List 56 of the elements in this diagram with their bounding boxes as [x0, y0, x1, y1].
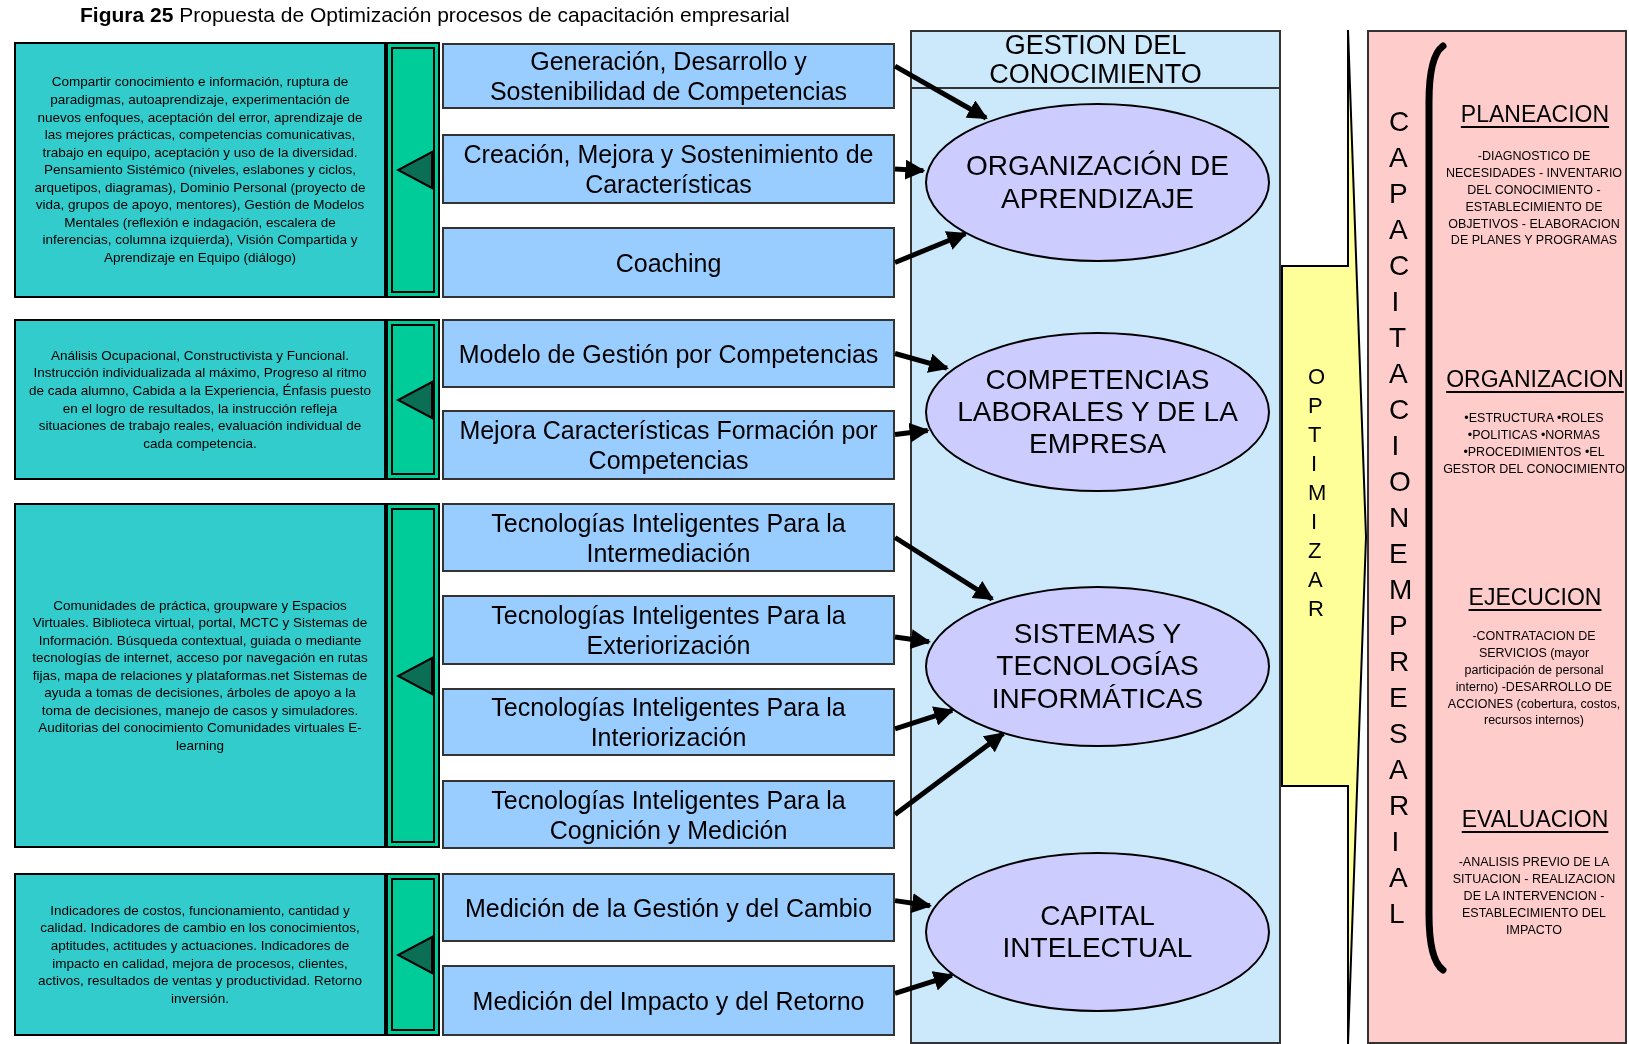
- process-label: Tecnologías Inteligentes Para la Intermediación: [490, 507, 847, 568]
- process-box: [442, 43, 895, 109]
- training-panel: [1367, 30, 1627, 1044]
- edge-label: OPTIMIZAR: [1306, 363, 1330, 623]
- section-items: -DIAGNOSTICO DE NECESIDADES - INVENTARIO DEL CONOCIMIENTO - ESTABLECIMIENTO DE OBJETIVOS - ELABORACION DE PLANES Y PROGRAMAS: [1444, 148, 1624, 250]
- arrow: [894, 231, 968, 265]
- process-label: Coaching: [615, 247, 722, 278]
- section-items: -CONTRATACION DE SERVICIOS (mayor participación de personal interno) -DESARROLLO DE ACCIONES (cobertura, costos, recursos internos): [1446, 628, 1622, 730]
- vertical-label: CAPACITACION EMPRESARIAL: [1388, 105, 1416, 931]
- concept-label: SISTEMAS Y TECNOLOGÍAS INFORMÁTICAS: [990, 618, 1205, 715]
- process-label: Tecnologías Inteligentes Para la Interiorización: [490, 692, 847, 752]
- process-label: Medición de la Gestión y del Cambio: [464, 892, 873, 923]
- description-text: Compartir conocimiento e información, ruptura de paradigmas, autoaprendizaje, experimentación de nuevos enfoques, aceptación del error, aprendizaje de las mejores prácticas, competencias comunicativas, trabajo en equipo, aceptación y uso de la diversidad. Pensamiento Sistémico (niveles, eslabones y ciclos, arquetipos, diagramas), Dominio Personal (proyecto de vida, grupos de apoyo, mentores), Gestión de Modelos Mentales (reflexión e indagación, escalera de inferencias, columna izquierda), Visión Compartida y Aprendizaje en Equipo (diálogo): [33, 73, 367, 267]
- section-heading: PLANEACION: [1459, 102, 1611, 128]
- arrow: [894, 706, 955, 732]
- section-heading: EJECUCION: [1467, 585, 1603, 611]
- process-box: [442, 780, 895, 849]
- section-heading: EVALUACION: [1460, 807, 1610, 833]
- process-label: Modelo de Gestión por Competencias: [458, 338, 879, 369]
- arrow: [894, 351, 949, 373]
- concept-label: ORGANIZACIÓN DE APRENDIZAJE: [965, 150, 1230, 215]
- process-label: Medición del Impacto y del Retorno: [472, 985, 865, 1016]
- process-label: Generación, Desarrollo y Sostenibilidad de Competencias: [488, 46, 849, 106]
- process-box: [442, 595, 895, 665]
- arrow: [894, 893, 932, 913]
- process-label: Tecnologías Inteligentes Para la Cognición y Medición: [490, 784, 847, 845]
- arrow: [894, 422, 930, 443]
- concept-label: CAPITAL INTELECTUAL: [1001, 899, 1194, 965]
- concept-label: COMPETENCIAS LABORALES Y DE LA EMPRESA: [956, 363, 1239, 461]
- arrow: [894, 159, 926, 180]
- arrow: [893, 535, 994, 602]
- arrow: [894, 971, 954, 996]
- process-label: Mejora Características Formación por Competencias: [458, 415, 879, 475]
- process-box: [442, 873, 895, 942]
- figure-title: Figura 25 Propuesta de Optimización procesos de capacitación empresarial: [80, 2, 790, 28]
- description-text: Indicadores de costos, funcionamiento, cantidad y calidad. Indicadores de cambio en los conocimientos, aptitudes, actitudes y actuaciones. Indicadores de impacto en calidad, mejora de procesos, clientes, activos, resultados de ventas y productividad. Retorno inversión.: [36, 901, 364, 1008]
- process-box: [442, 503, 895, 572]
- block-arrow: [1281, 29, 1367, 1044]
- process-box: [442, 688, 895, 756]
- process-label: Creación, Mejora y Sostenimiento de Características: [462, 139, 875, 199]
- panel-title: GESTION DEL CONOCIMIENTO: [988, 31, 1203, 88]
- process-box: [442, 410, 895, 480]
- section-items: -ANALISIS PREVIO DE LA SITUACION - REALIZACION DE LA INTERVENCION -ESTABLECIMIENTO DEL IMPACTO: [1451, 854, 1617, 939]
- knowledge-panel: [910, 30, 1281, 1044]
- description-text: Comunidades de práctica, groupware y Espacios Virtuales. Biblioteca virtual, portal, MCTC y Sistemas de Información. Búsqueda contextual, guiada o mediante tecnologías de internet, acceso por navegación en rutas fijas, mapa de relaciones y plataformas.net Sistemas de ayuda a tomas de decisiones, árboles de apoyo a la toma de decisiones, manejo de casos y simuladores. Auditorias del conocimiento Comunidades virtuales E-learning: [31, 596, 369, 755]
- process-box: [442, 319, 895, 388]
- section-items: •ESTRUCTURA •ROLES •POLITICAS •NORMAS •PROCEDIMIENTOS •EL GESTOR DEL CONOCIMIENTO: [1443, 410, 1625, 478]
- arrow: [893, 731, 1005, 817]
- process-box: [442, 227, 895, 298]
- section-heading: ORGANIZACION: [1445, 367, 1625, 393]
- process-box: [442, 134, 895, 204]
- arrow: [893, 63, 988, 121]
- process-label: Tecnologías Inteligentes Para la Exteriorización: [490, 600, 847, 660]
- description-text: Análisis Ocupacional, Constructivista y Funcional. Instrucción individualizada al máximo, Progreso al ritmo de cada alumno, Cabida a la Experiencia, Énfasis puesto en el logro de resultados, la instrucción refleja situaciones de trabajo reales, evaluación individual de cada competencia.: [28, 346, 372, 453]
- process-box: [442, 965, 895, 1036]
- arrow: [894, 629, 931, 650]
